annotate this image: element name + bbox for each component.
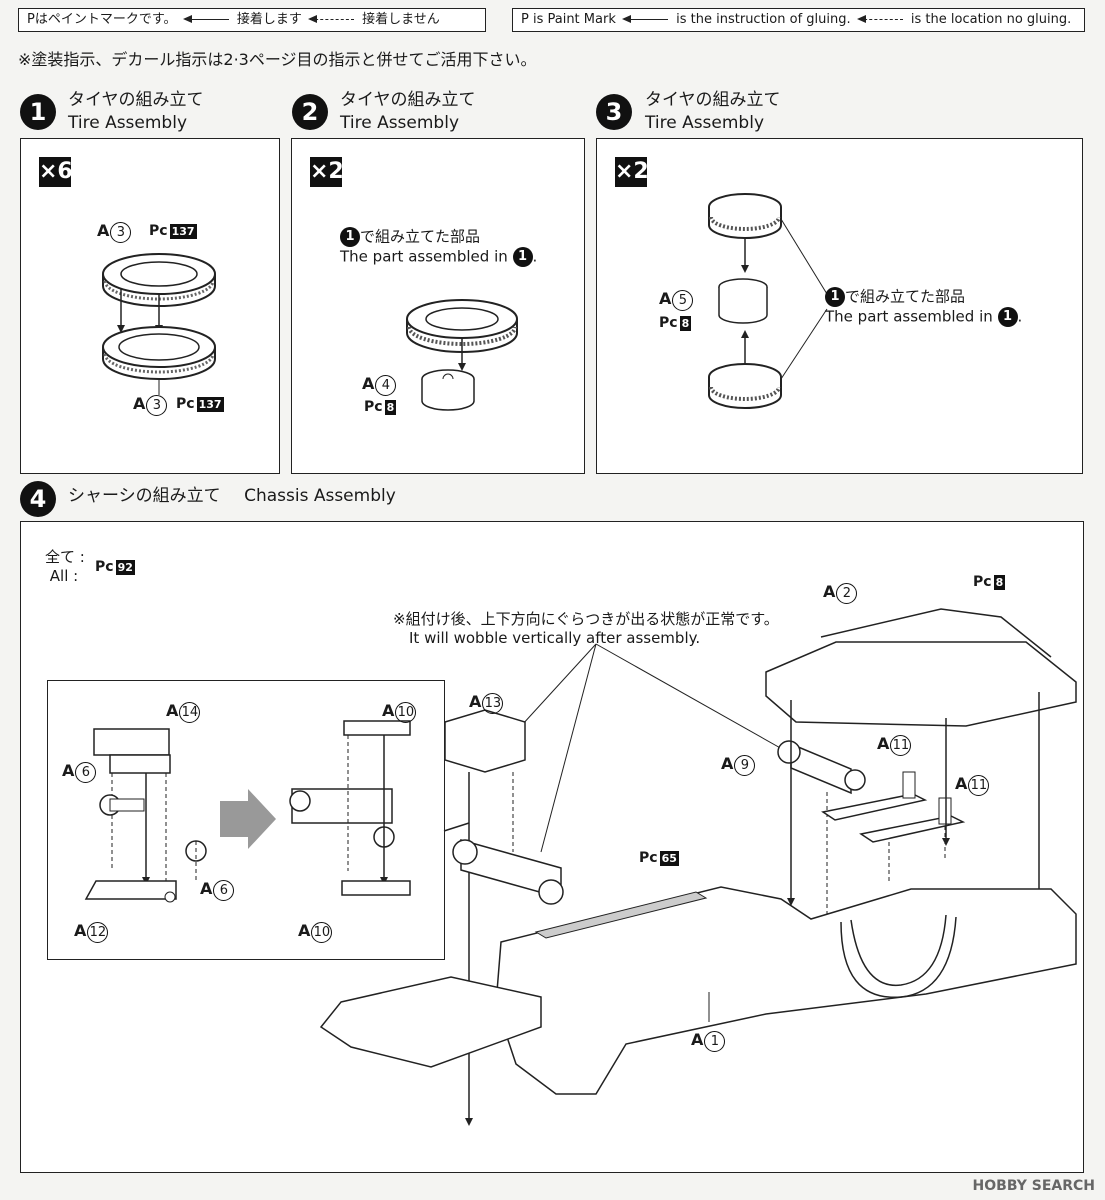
assembled-en: The part assembled in (340, 247, 508, 266)
step-4-title: シャーシの組み立て Chassis Assembly (68, 485, 396, 508)
glue-arrow-icon (622, 15, 668, 23)
legend-glue-jp: 接着します (236, 12, 302, 27)
chassis-drawing (319, 608, 1077, 1126)
axle-inset-drawing (84, 720, 470, 903)
step-2-title: タイヤの組み立て Tire Assembly (340, 89, 476, 135)
all-paint-label: 全て : All : (45, 548, 85, 585)
step-3-title-en: Tire Assembly (645, 113, 764, 133)
step-1-number: 1 (20, 94, 56, 130)
step-3-title: タイヤの組み立て Tire Assembly (645, 89, 781, 135)
step-2-number: 2 (292, 94, 328, 130)
step-3-title-jp: タイヤの組み立て (645, 90, 781, 110)
wobble-note-jp: ※組付け後、上下方向にぐらつきが出る状態が正常です。 (393, 610, 779, 628)
usage-note: ※塗装指示、デカール指示は2·3ページ目の指示と併せてご活用下さい。 (18, 50, 537, 69)
step-1-title: タイヤの組み立て Tire Assembly (68, 89, 204, 135)
assembled-jp: で組み立てた部品 (360, 227, 481, 246)
step-4-number: 4 (20, 481, 56, 517)
step-ref-1-icon: 1 (340, 227, 360, 247)
step-1-multiplier: ×6 (39, 157, 73, 187)
hobby-search-watermark: HOBBY SEARCH (972, 1178, 1095, 1194)
step-ref-1-icon: 1 (997, 307, 1018, 327)
legend-glue-en: is the instruction of gluing. (676, 12, 851, 27)
legend-jp: Pはペイントマークです。 接着します 接着しません (18, 8, 486, 32)
legend-en: P is Paint Mark is the instruction of gl… (512, 8, 1085, 32)
legend-paint-en: P is Paint Mark (521, 12, 616, 27)
step-4-title-en: Chassis Assembly (244, 486, 396, 506)
step-1-title-jp: タイヤの組み立て (68, 90, 204, 110)
step-ref-1-icon: 1 (825, 287, 845, 307)
step-1-title-en: Tire Assembly (68, 113, 187, 133)
legend-noglue-en: is the location no gluing. (910, 12, 1072, 27)
glue-arrow-icon (182, 15, 229, 23)
wobble-note: ※組付け後、上下方向にぐらつきが出る状態が正常です。 It will wobbl… (393, 610, 779, 648)
noglue-arrow-icon (307, 15, 354, 23)
assembled-en: The part assembled in (825, 307, 993, 326)
step-4-title-jp: シャーシの組み立て (68, 486, 221, 506)
noglue-arrow-icon (856, 15, 903, 23)
step-2-title-jp: タイヤの組み立て (340, 90, 476, 110)
step-2-title-en: Tire Assembly (340, 113, 459, 133)
assembled-jp: で組み立てた部品 (845, 287, 966, 306)
step-2-multiplier: ×2 (310, 157, 344, 187)
wobble-note-en: It will wobble vertically after assembly… (409, 629, 701, 647)
legend-paint-jp: Pはペイントマークです。 (27, 12, 177, 27)
step-3-multiplier: ×2 (615, 157, 649, 187)
tire-assembly-1-drawing (102, 253, 216, 395)
tire-assembly-2-drawing (406, 299, 518, 411)
step-ref-1-icon: 1 (512, 247, 533, 267)
step-3-number: 3 (596, 94, 632, 130)
tire-assembly-3-drawing (708, 193, 828, 409)
legend-noglue-jp: 接着しません (362, 12, 440, 27)
